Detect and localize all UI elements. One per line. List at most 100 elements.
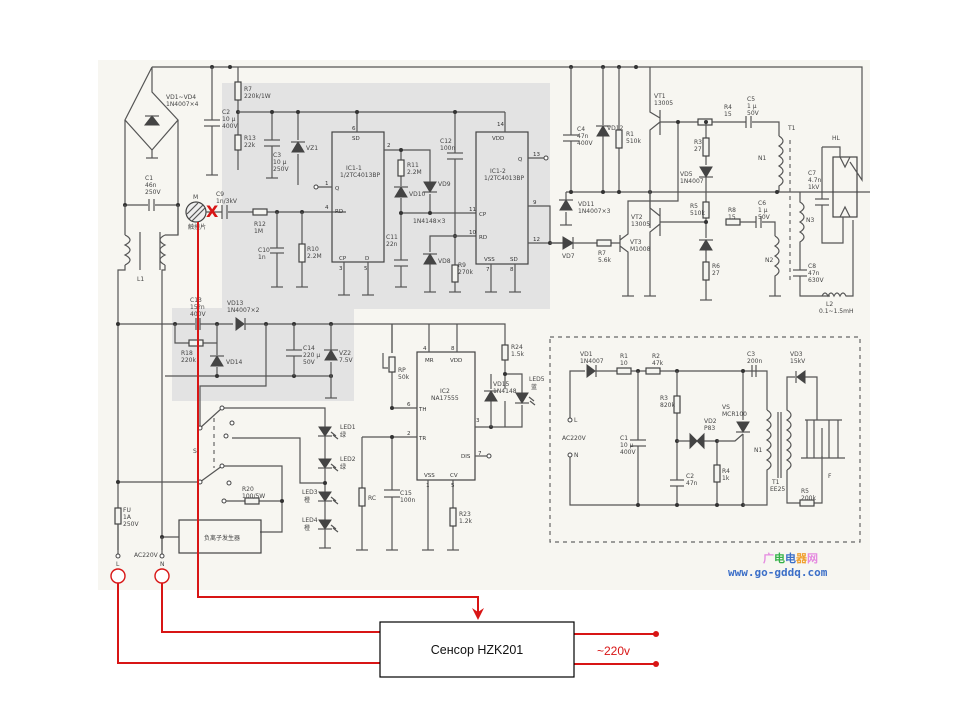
svg-text:220 μ: 220 μ [303, 352, 320, 359]
svg-text:15: 15 [724, 111, 732, 118]
touch-input: M 触摸片 C9 1n/3kV R12 1M C10 1n R10 2.2M [185, 191, 346, 288]
svg-text:1N4007×3: 1N4007×3 [578, 208, 611, 215]
svg-text:10: 10 [469, 230, 476, 236]
svg-text:C4: C4 [577, 126, 585, 133]
svg-text:C2: C2 [222, 109, 230, 116]
svg-text:7: 7 [486, 267, 490, 273]
svg-text:C6: C6 [758, 200, 766, 207]
svg-text:VD3: VD3 [790, 351, 803, 358]
svg-text:1N4148: 1N4148 [493, 388, 517, 395]
svg-text:负离子发生器: 负离子发生器 [204, 534, 240, 542]
svg-text:R4: R4 [722, 468, 730, 475]
svg-text:22n: 22n [386, 241, 398, 248]
svg-text:L: L [574, 417, 578, 424]
svg-text:15: 15 [728, 214, 736, 221]
svg-text:MR: MR [425, 358, 434, 364]
svg-text:50V: 50V [303, 359, 316, 366]
svg-text:SD: SD [352, 136, 360, 142]
svg-text:C13: C13 [190, 297, 202, 304]
svg-text:蓝: 蓝 [531, 383, 537, 391]
svg-text:VSS: VSS [484, 257, 495, 263]
fuse-and-terminals: FU 1A 250V L N AC220V [114, 507, 165, 568]
led-label: LED4 [302, 517, 318, 524]
svg-text:47n: 47n [808, 270, 820, 277]
svg-text:RP: RP [398, 367, 406, 374]
svg-text:N1: N1 [758, 155, 766, 162]
svg-text:D: D [365, 256, 369, 262]
svg-text:C14: C14 [303, 345, 315, 352]
svg-text:R5: R5 [690, 203, 698, 210]
svg-text:R12: R12 [254, 221, 266, 228]
svg-text:VD12: VD12 [607, 125, 624, 132]
svg-text:R23: R23 [459, 511, 471, 518]
svg-text:R4: R4 [724, 104, 732, 111]
svg-text:EE25: EE25 [770, 486, 785, 493]
svg-text:R1: R1 [620, 353, 628, 360]
capacitor-c2: C2 10 μ 400V [204, 67, 238, 175]
svg-text:L2: L2 [826, 301, 833, 308]
svg-text:DIS: DIS [461, 454, 471, 460]
light-emission-icon [330, 496, 339, 505]
svg-text:VD9: VD9 [438, 181, 451, 188]
svg-text:2.2M: 2.2M [307, 253, 322, 260]
svg-text:4: 4 [423, 346, 427, 352]
svg-text:100n: 100n [440, 145, 455, 152]
svg-text:R7: R7 [598, 250, 606, 257]
svg-text:NA17555: NA17555 [431, 395, 459, 402]
svg-text:C11: C11 [386, 234, 398, 241]
svg-text:400V: 400V [222, 123, 238, 130]
svg-text:N3: N3 [806, 217, 814, 224]
svg-text:27: 27 [712, 270, 720, 277]
light-emission-icon [330, 431, 339, 440]
svg-text:1N4007: 1N4007 [580, 358, 604, 365]
svg-text:AC220V: AC220V [562, 435, 587, 442]
svg-text:C9: C9 [216, 191, 224, 198]
svg-text:N1: N1 [754, 447, 762, 454]
svg-text:Q: Q [335, 186, 340, 192]
red-annotation-overlay: X [110, 202, 659, 667]
svg-text:12: 12 [533, 237, 540, 243]
ic1-1-flipflop: 6 SD Q 1 RD 4 CP D 3 5 IC1-1 1/2TC4013BP… [313, 110, 391, 296]
svg-text:C7: C7 [808, 170, 816, 177]
svg-text:C10: C10 [258, 247, 270, 254]
svg-text:S: S [193, 448, 197, 455]
svg-text:RD: RD [479, 235, 487, 241]
svg-text:5: 5 [364, 266, 368, 272]
svg-text:LED5: LED5 [529, 376, 545, 383]
svg-text:R24: R24 [511, 344, 523, 351]
svg-text:47n: 47n [577, 133, 589, 140]
low-voltage-supply: C13 15?n 400V VD13 1N4007×2 R18 220k VD1… [116, 297, 506, 428]
svg-text:8: 8 [451, 346, 455, 352]
svg-text:VT3: VT3 [630, 239, 642, 246]
led-label: LED3 [302, 489, 318, 496]
svg-text:TR: TR [418, 436, 426, 442]
led-label: LED1 [340, 424, 356, 431]
svg-text:1kV: 1kV [808, 184, 820, 191]
svg-text:VD13: VD13 [227, 300, 244, 307]
svg-text:47k: 47k [652, 360, 664, 367]
watermark-char: 电 [785, 551, 796, 565]
svg-text:R7: R7 [244, 86, 252, 93]
svg-text:VDD: VDD [492, 136, 504, 142]
watermark-char: 器 [795, 552, 808, 565]
svg-text:F: F [828, 473, 832, 480]
svg-text:VD10: VD10 [409, 191, 426, 198]
svg-text:5: 5 [451, 483, 455, 489]
svg-text:1 μ: 1 μ [758, 207, 768, 214]
svg-text:1N4007: 1N4007 [680, 178, 704, 185]
svg-text:50V: 50V [747, 110, 760, 117]
supply-divider: R7 220k/1W R13 22k C3 10 μ 250V VZ1 [206, 67, 505, 185]
svg-text:1: 1 [426, 483, 430, 489]
svg-text:1N4148×3: 1N4148×3 [413, 218, 446, 225]
svg-text:VD8: VD8 [438, 258, 451, 265]
svg-text:7.5V: 7.5V [339, 357, 354, 364]
top-rail [152, 65, 863, 170]
svg-text:250V: 250V [123, 521, 139, 528]
bridge-label: VD1~VD4 [166, 94, 196, 101]
svg-text:C3: C3 [747, 351, 755, 358]
svg-text:630V: 630V [808, 277, 824, 284]
svg-text:RD: RD [335, 209, 343, 215]
svg-text:400V: 400V [577, 140, 593, 147]
